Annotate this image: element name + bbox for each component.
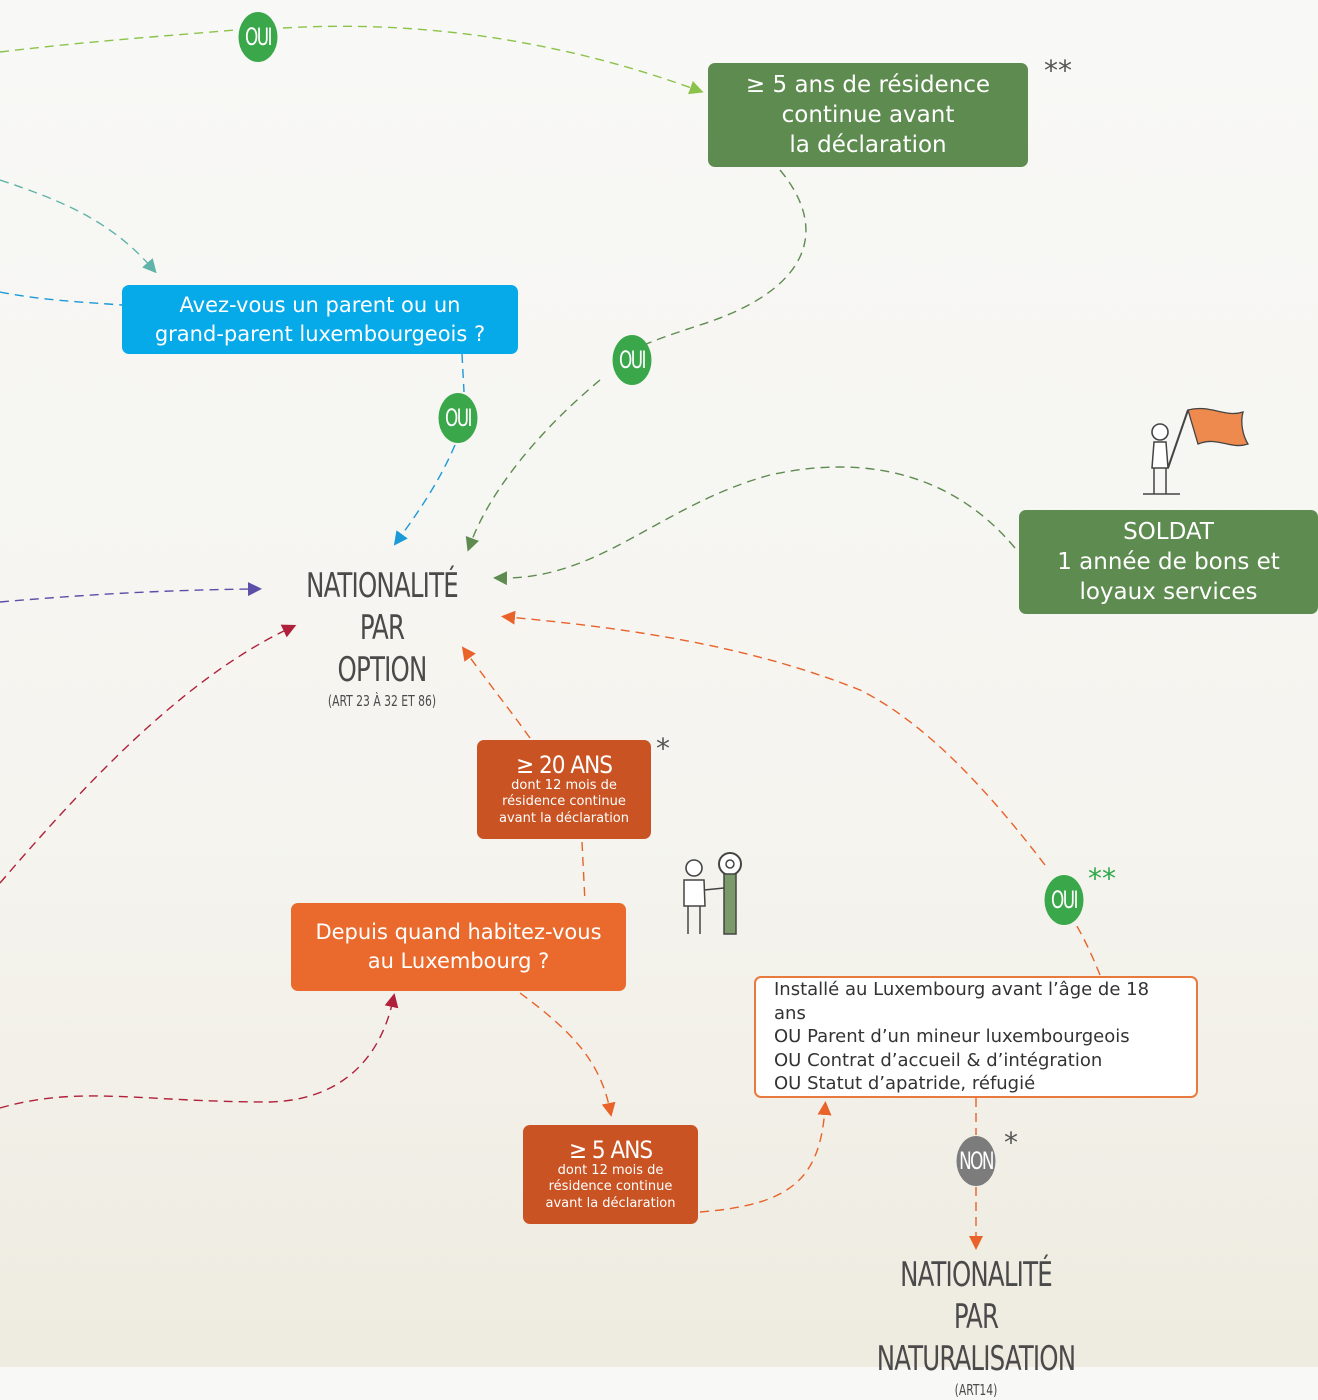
connector-blue-down: [398, 353, 465, 540]
ans-20-sub: dont 12 mois de résidence continue avant…: [499, 777, 629, 826]
connector-soldat: [493, 466, 1016, 586]
oui-badge-conditions: OUI: [1044, 875, 1084, 925]
ans-5-box: ≥ 5 ANS dont 12 mois de résidence contin…: [523, 1125, 698, 1224]
residence-5-box: ≥ 5 ans de résidence continue avant la d…: [708, 63, 1028, 167]
connector-blue-left: [0, 291, 123, 306]
condition-line: OU Parent d’un mineur luxembourgeois: [774, 1026, 1130, 1048]
connector-orange-depuis-down: [519, 992, 616, 1117]
oui-badge-top: OUI: [238, 12, 278, 62]
residence-5-text: ≥ 5 ans de résidence continue avant la d…: [745, 72, 991, 158]
ans-5-title: ≥ 5 ANS: [568, 1135, 653, 1164]
double-star-oui: **: [1088, 862, 1116, 895]
flag-person-icon: [1143, 407, 1249, 495]
option-title: NATIONALITÉ PAR OPTION: [306, 566, 459, 690]
connector-red-depuis: [0, 993, 399, 1109]
condition-line: Installé au Luxembourg avant l’âge de 18…: [774, 979, 1150, 1024]
connector-red-up: [0, 624, 297, 884]
connector-orange-5ans: [699, 1101, 832, 1213]
connector-lime-top: [0, 25, 697, 90]
double-star-residence: **: [1044, 54, 1072, 87]
conditions-box: Installé au Luxembourg avant l’âge de 18…: [754, 976, 1198, 1098]
option-ref: (ART 23 À 32 ET 86): [327, 692, 437, 710]
connector-teal: [0, 179, 157, 274]
star-non: *: [1004, 1126, 1018, 1159]
parent-question-box: Avez-vous un parent ou un grand-parent l…: [122, 285, 518, 354]
connector-purple: [0, 582, 262, 603]
ans-5-sub: dont 12 mois de résidence continue avant…: [545, 1162, 676, 1211]
soldat-box: SOLDAT 1 année de bons et loyaux service…: [1019, 510, 1318, 614]
non-badge: NON: [956, 1136, 996, 1186]
naturalisation-ref: (ART14): [954, 1381, 998, 1399]
naturalisation-title: NATIONALITÉ PAR NATURALISATION: [876, 1255, 1076, 1379]
ans-20-box: ≥ 20 ANS dont 12 mois de résidence conti…: [477, 740, 651, 839]
key-person-icon: [683, 852, 742, 935]
depuis-question-text: Depuis quand habitez-vous au Luxembourg …: [315, 920, 602, 973]
ans-20-title: ≥ 20 ANS: [516, 750, 613, 779]
oui-badge-residence: OUI: [612, 335, 652, 385]
option-heading: NATIONALITÉ PAR OPTION (ART 23 À 32 ET 8…: [262, 565, 502, 711]
condition-line: OU Statut d’apatride, réfugié: [774, 1073, 1036, 1095]
parent-question-text: Avez-vous un parent ou un grand-parent l…: [154, 292, 486, 346]
soldat-text: SOLDAT 1 année de bons et loyaux service…: [1057, 519, 1280, 605]
naturalisation-heading: NATIONALITÉ PAR NATURALISATION (ART14): [826, 1254, 1126, 1400]
connector-orange-depuis-up: [581, 841, 586, 903]
depuis-question-box: Depuis quand habitez-vous au Luxembourg …: [291, 903, 626, 991]
condition-line: OU Contrat d’accueil & d’intégration: [774, 1049, 1103, 1071]
star-20-ans: *: [656, 732, 670, 765]
connector-orange-20: [461, 646, 531, 739]
oui-badge-parent: OUI: [438, 393, 478, 443]
